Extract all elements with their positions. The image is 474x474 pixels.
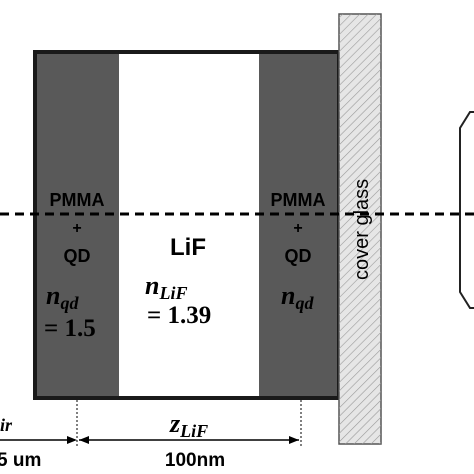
- left-dimension-symbol: ir: [0, 415, 13, 435]
- objective-lens-outline: [459, 111, 474, 309]
- lif-thickness-value: 100nm: [165, 450, 225, 471]
- cover-glass-label: cover glass: [351, 179, 373, 280]
- lif-layer-label: LiF: [170, 234, 206, 261]
- dimension-arrowhead-center-right: [289, 436, 299, 444]
- cover-glass-hatch: [339, 14, 381, 444]
- dimension-arrowhead-center-left: [79, 436, 89, 444]
- right-layer-label-line2: +: [293, 220, 302, 237]
- left-dimension-value: 5 um: [0, 450, 41, 471]
- right-layer-label-line1: PMMA: [271, 190, 326, 210]
- left-layer-index: nqd: [46, 281, 79, 313]
- right-layer-label-line3: QD: [285, 246, 312, 266]
- left-layer-label-line1: PMMA: [50, 190, 105, 210]
- right-layer-index: nqd: [281, 281, 314, 313]
- lif-layer: [119, 52, 259, 398]
- pmma-layer-right: [259, 52, 339, 398]
- lif-layer-index: nLiF: [145, 271, 187, 303]
- pmma-layer-left: [35, 52, 119, 398]
- lif-layer-index-value: = 1.39: [147, 302, 211, 329]
- left-layer-index-value: = 1.5: [44, 315, 96, 342]
- lif-thickness-symbol: zLiF: [169, 409, 208, 441]
- left-layer-label-line3: QD: [64, 246, 91, 266]
- dimension-arrowhead-left: [67, 436, 77, 444]
- left-layer-label-line2: +: [72, 220, 81, 237]
